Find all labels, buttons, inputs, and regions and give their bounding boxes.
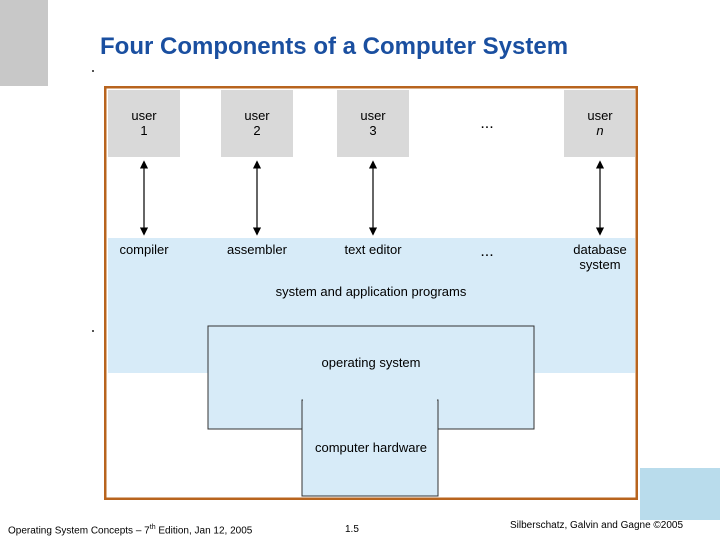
footer-page-number: 1.5 bbox=[345, 524, 359, 535]
program-compiler: compiler bbox=[119, 242, 169, 257]
dinosaur-logo-top-left bbox=[0, 0, 48, 86]
footer-superscript: th bbox=[149, 524, 156, 531]
programs-ellipsis: ... bbox=[480, 243, 493, 260]
user-box-n: user n bbox=[564, 90, 635, 157]
footer-book-title-main: Operating System Concepts – 7 bbox=[8, 525, 150, 537]
user-box-2: user 2 bbox=[221, 90, 293, 157]
program-database-line2: system bbox=[579, 257, 620, 272]
user-number: n bbox=[596, 123, 603, 138]
dinosaur-logo-bottom-right bbox=[640, 468, 720, 520]
user-label: user bbox=[244, 108, 270, 123]
hw-os-join bbox=[303, 386, 437, 402]
bullet-dot bbox=[92, 330, 94, 332]
bullet-dot bbox=[92, 70, 94, 72]
program-assembler: assembler bbox=[227, 242, 288, 257]
user-box-3: user 3 bbox=[337, 90, 409, 157]
footer-book-title-rest: Edition, Jan 12, 2005 bbox=[155, 525, 253, 537]
computer-system-diagram: user 1 user 2 user 3 user n ... ... comp… bbox=[104, 86, 638, 500]
user-label: user bbox=[587, 108, 613, 123]
footer-book-title: Operating System Concepts – 7th Edition,… bbox=[8, 524, 252, 536]
slide-title: Four Components of a Computer System bbox=[100, 33, 569, 60]
programs-layer-label: system and application programs bbox=[276, 284, 467, 299]
os-layer-label: operating system bbox=[322, 355, 421, 370]
user-number: 2 bbox=[253, 123, 260, 138]
program-database-line1: database bbox=[573, 242, 627, 257]
user-box-1: user 1 bbox=[108, 90, 180, 157]
user-number: 1 bbox=[140, 123, 147, 138]
footer-authors: Silberschatz, Galvin and Gagne ©2005 bbox=[510, 520, 684, 531]
users-ellipsis: ... bbox=[480, 115, 493, 132]
program-text-editor: text editor bbox=[344, 242, 402, 257]
user-label: user bbox=[360, 108, 386, 123]
hardware-layer-label: computer hardware bbox=[315, 440, 427, 455]
user-number: 3 bbox=[369, 123, 376, 138]
user-label: user bbox=[131, 108, 157, 123]
